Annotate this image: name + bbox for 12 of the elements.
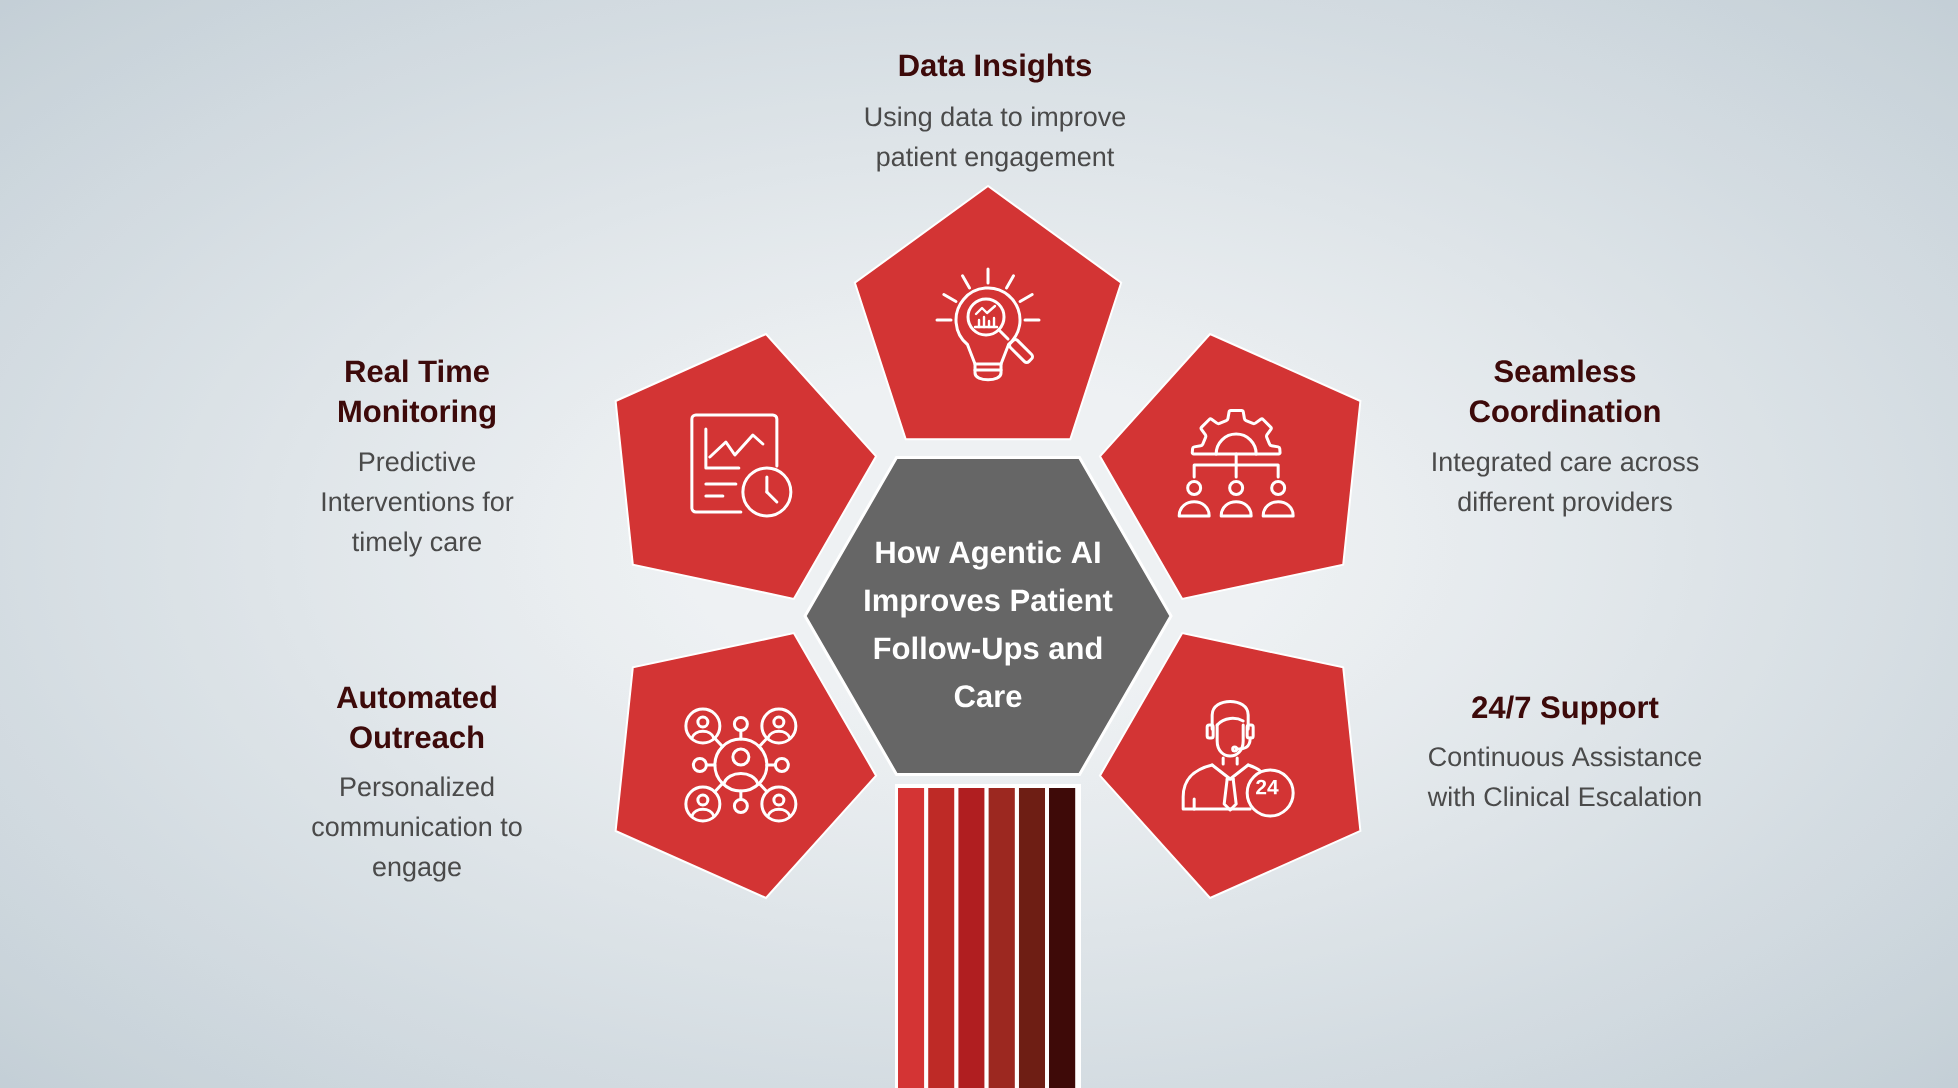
heading: Data Insights [899,53,1092,83]
hexagon: How Agentic AI Improves Patient Follow-Ups and Care [803,456,1173,776]
heading: Automated Outreach [336,685,496,749]
description: Integrated care across different providers [1433,451,1699,517]
description: Predictive Interventions for timely care [322,451,514,557]
heading: Seamless Coordination [1469,359,1660,423]
badge-number: 24 [1256,779,1279,795]
description: Using data to improve patient engagement [865,106,1126,172]
heading: Real Time Monitoring [339,359,495,429]
description: Continuous Assistance with Clinical Escalation [1427,746,1702,807]
description: Personalized communication to engage [312,776,522,882]
heading: 24/7 Support [1472,695,1659,725]
